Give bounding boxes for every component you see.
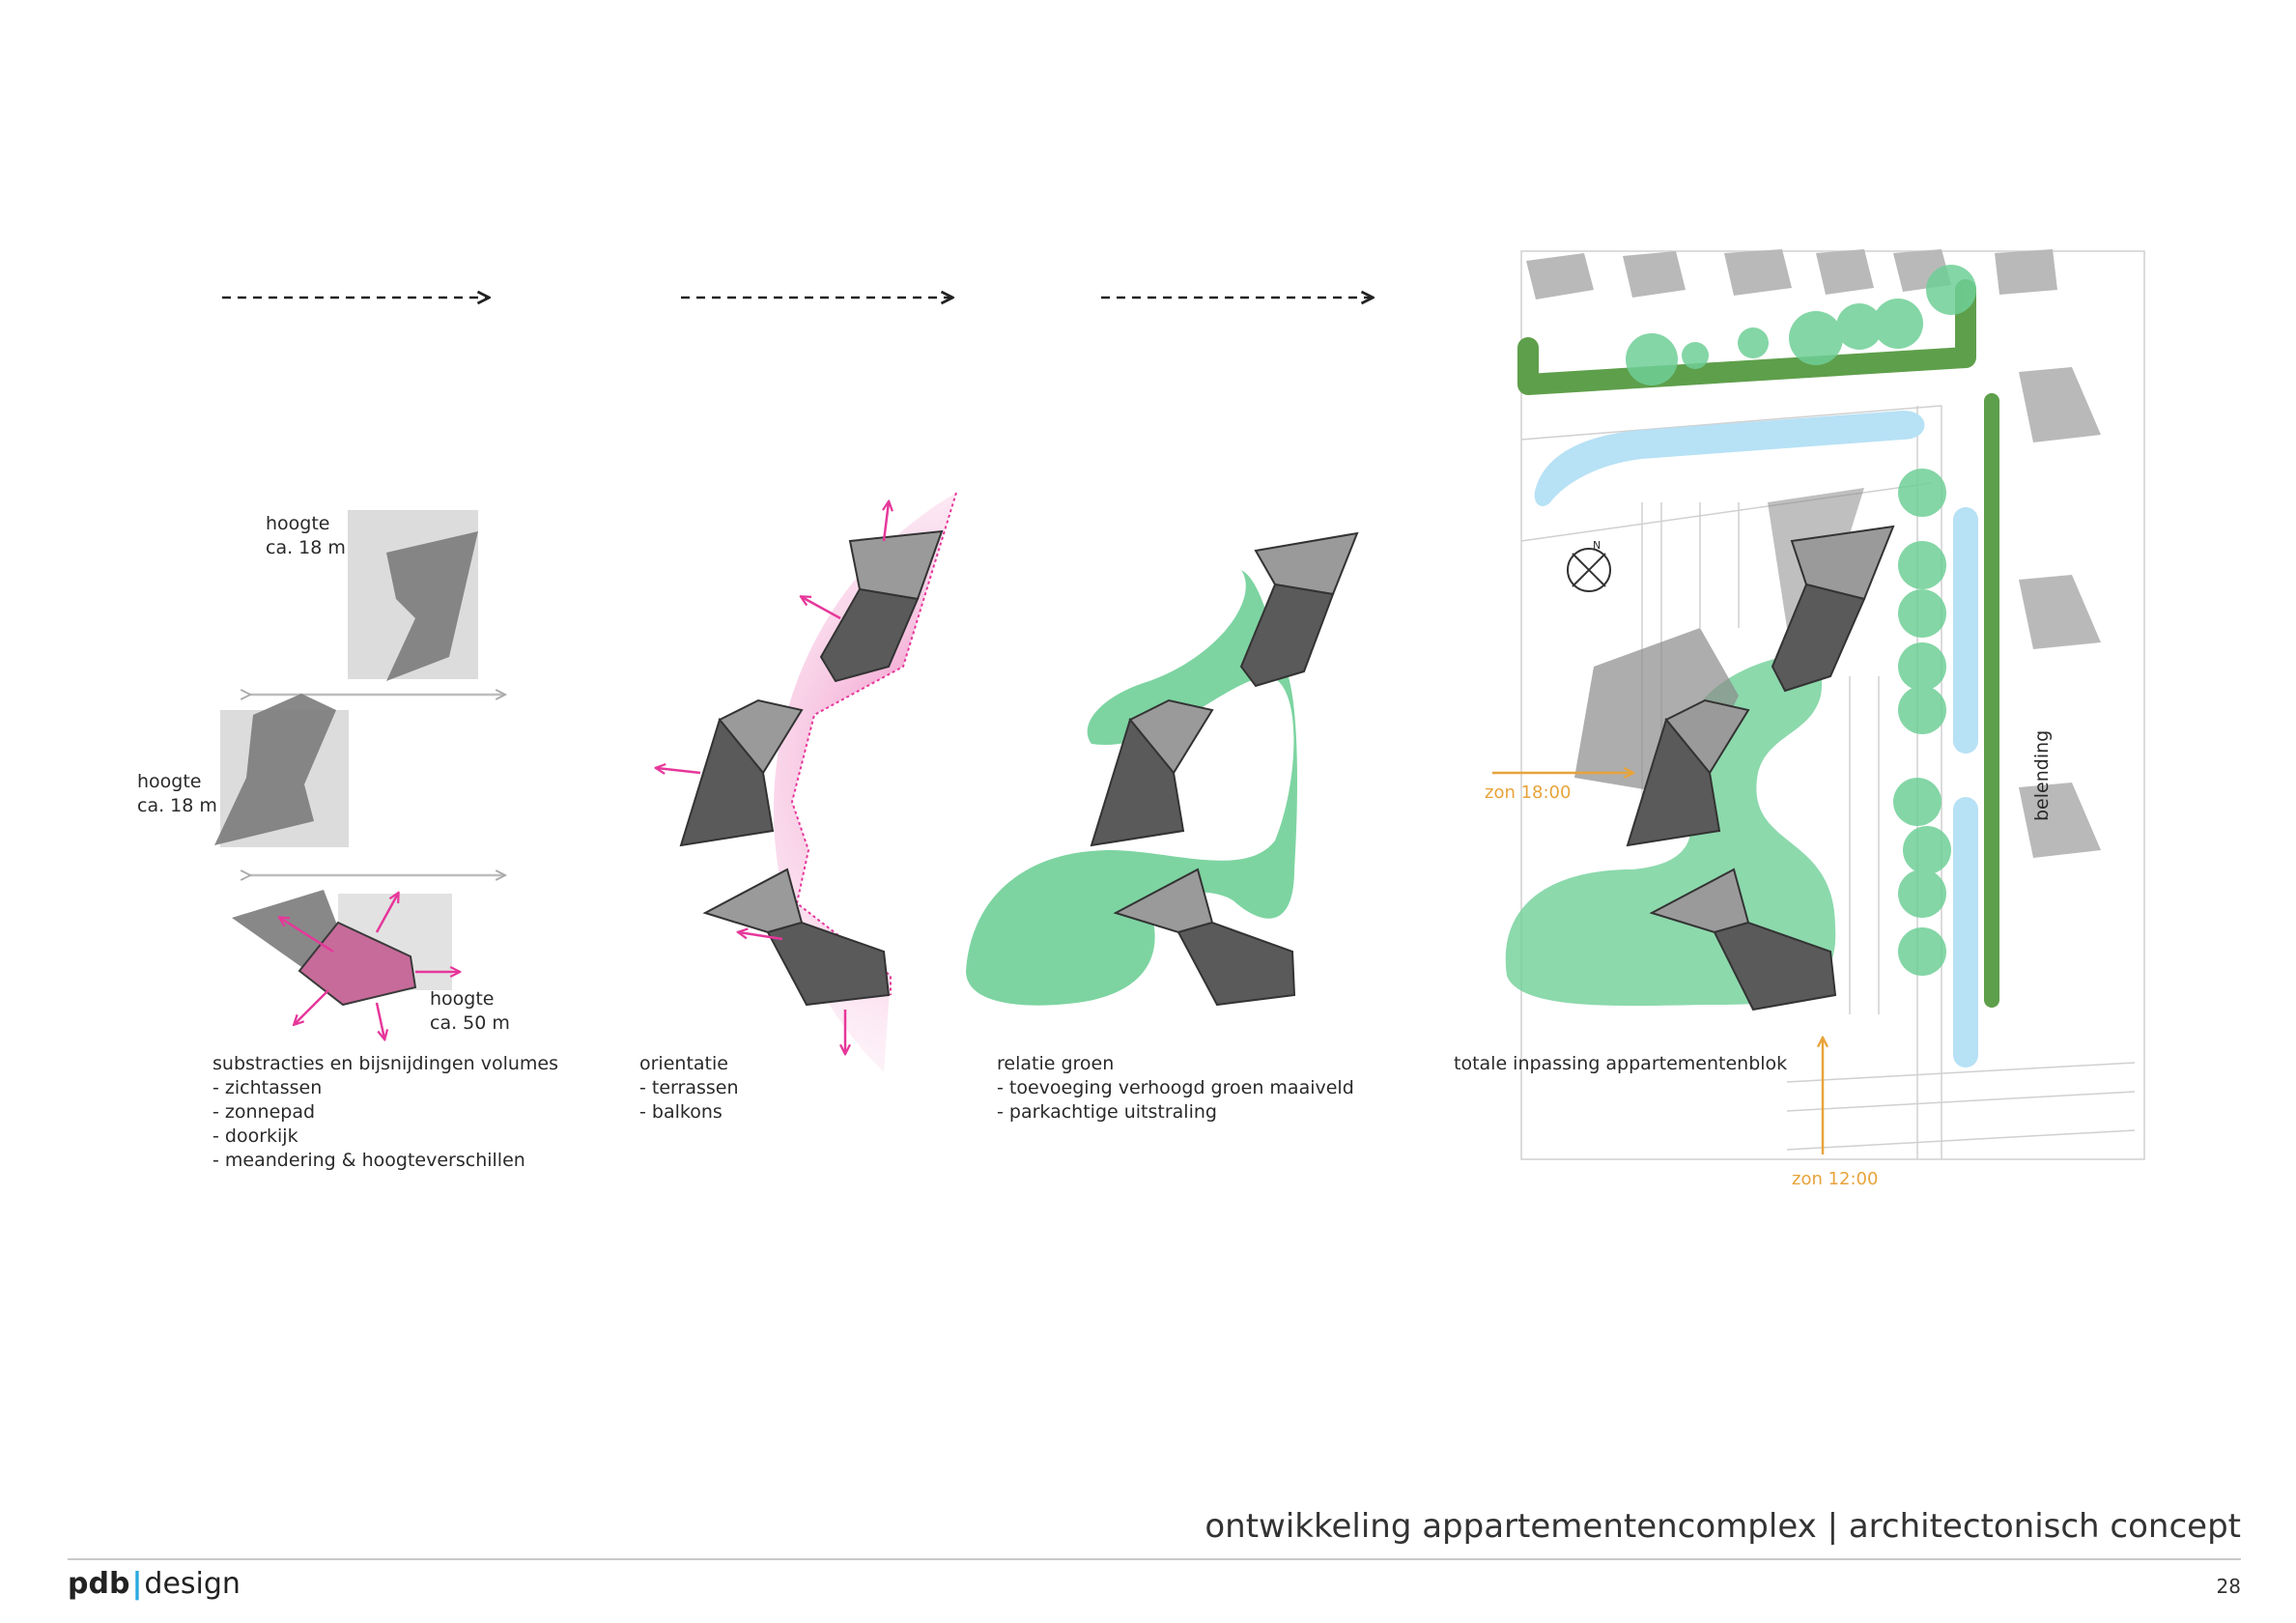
orientation-arrow [657,768,701,773]
orientation-arrow [280,918,334,954]
svg-text:N: N [1593,539,1601,552]
north-arrow-icon: N [1567,539,1611,592]
caption-orientation: orientatie - terrassen - balkons [639,1053,745,1123]
brand-logo: pdb|design [68,1567,241,1601]
panel-green: relatie groen - toevoeging verhoogd groe… [966,531,1360,1123]
caption-green: relatie groen - toevoeging verhoogd groe… [997,1053,1360,1123]
orientation-arrow [375,894,398,933]
building-2 [1626,698,1750,847]
water-right-1 [1953,507,1978,754]
orientation-arrow [295,989,329,1024]
panel-siteplan: N zon 18:00 zon 12:00 belending totale i… [1454,249,2145,1189]
orientation-arrow [802,597,841,620]
brand-pdb: pdb [68,1567,130,1601]
sun-label-1200: zon 12:00 [1792,1169,1878,1189]
pink-sector [773,493,956,1072]
volume-top [386,531,478,681]
page-title: ontwikkeling appartementencomplex | arch… [1205,1507,2241,1546]
sun-label-1800: zon 18:00 [1485,783,1571,803]
green-ground [1505,654,1836,1007]
brand-separator: | [131,1567,143,1601]
building-3 [1113,868,1296,1007]
hedge-top [1517,279,1976,395]
pink-edge [790,492,957,995]
caption-siteplan: totale inpassing appartementenblok [1454,1053,1787,1074]
neighbour-houses-top [1526,249,2057,299]
brand-design: design [144,1567,241,1601]
building-3 [702,868,891,1007]
orientation-arrow [375,1002,384,1039]
building-1 [1239,531,1359,688]
belending-label: belending [2031,730,2053,821]
volume-low-light [232,890,338,969]
water-top [1534,411,1925,507]
footer-divider [68,1558,2241,1560]
building-1 [1771,525,1895,693]
orientation-arrow [884,502,889,542]
panel-orientation: orientatie - terrassen - balkons [639,492,957,1123]
trees-top [1626,265,1976,385]
caption-volumes: substracties en bijsnijdingen volumes - … [213,1053,564,1171]
green-ground [966,570,1297,1006]
orientation-arrow [739,932,783,941]
water-right-2 [1953,797,1978,1068]
page-number: 28 [2216,1575,2241,1598]
volume-mid [214,694,336,845]
trees-right [1893,469,1951,976]
building-2 [1090,698,1214,847]
neighbour-houses-right [2019,367,2101,858]
volume-low-pink [298,921,417,1007]
building-1 [819,529,944,683]
building-2 [679,698,804,847]
building-3 [1649,868,1837,1011]
site-linework [1520,250,2145,1160]
